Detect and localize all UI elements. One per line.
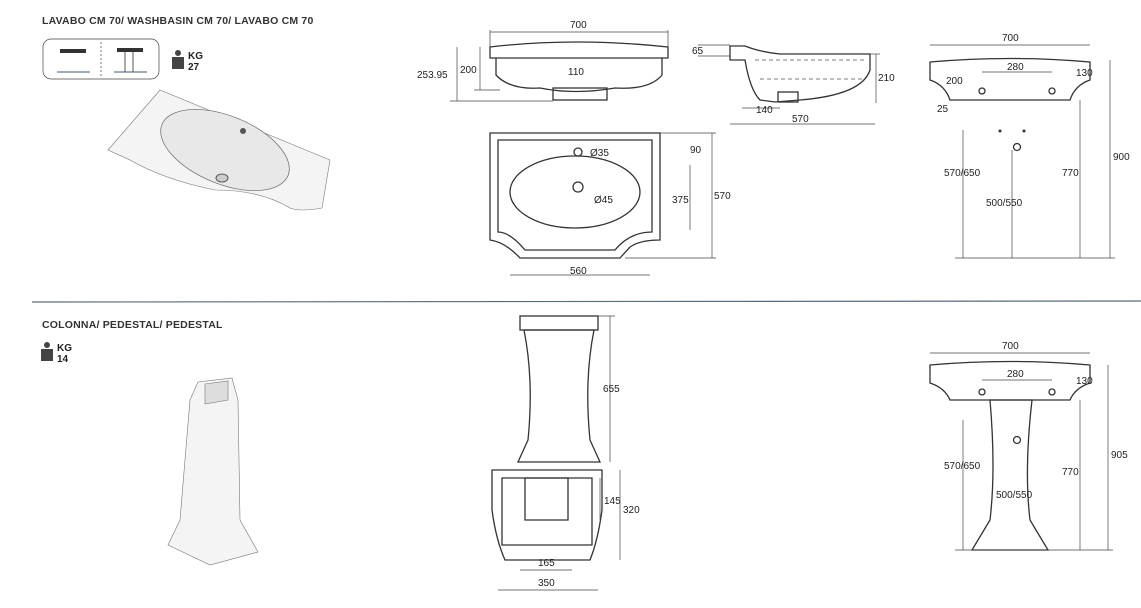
dim-side-height: 200 — [946, 76, 963, 87]
dim-pedestal-height: 655 — [603, 384, 620, 395]
washbasin-title: LAVABO CM 70/ WASHBASIN CM 70/ LAVABO CM… — [42, 15, 314, 27]
dim-assembly-width: 700 — [1002, 341, 1019, 352]
dim-bowl-depth: 375 — [672, 195, 689, 206]
installation-type-icons — [42, 38, 160, 80]
dim-drain-height: 500/550 — [986, 198, 1023, 209]
dim-thickness: 25 — [937, 104, 949, 115]
weight-unit: KG — [188, 51, 203, 62]
dim-hole-spacing: 280 — [1007, 369, 1024, 380]
dim-rim-height: 770 — [1062, 168, 1079, 179]
pedestal-assembly-view — [929, 352, 1113, 551]
dim-width: 700 — [570, 20, 587, 31]
dim-bottom-width: 560 — [570, 266, 587, 277]
dim-total-height: 900 — [1113, 152, 1130, 163]
dim-plan-depth: 570 — [714, 191, 731, 202]
dim-inner-depth: 145 — [604, 496, 621, 507]
dim-supply-height: 570/650 — [944, 461, 981, 472]
dim-wall-width: 700 — [1002, 33, 1019, 44]
dim-depth: 570 — [792, 114, 809, 125]
dim-drain: 140 — [756, 105, 773, 116]
pedestal-3d-render — [167, 377, 259, 566]
dim-tap-hole: Ø35 — [590, 148, 609, 159]
weight-value: 14 — [57, 354, 69, 365]
pedestal-front-view — [516, 315, 615, 463]
dim-hole-spacing: 280 — [1007, 62, 1024, 73]
dim-plan-width: 350 — [538, 578, 555, 589]
dim-rim-height: 770 — [1062, 467, 1079, 478]
dim-tap-offset: 90 — [690, 145, 702, 156]
weight-icon — [41, 342, 53, 361]
dim-total-height: 253.95 — [417, 70, 448, 81]
washbasin-front-view — [450, 30, 669, 102]
dim-height: 200 — [460, 65, 477, 76]
weight-icon — [172, 50, 184, 69]
weight-unit: KG — [57, 343, 72, 354]
dim-drain-height: 500/550 — [996, 490, 1033, 501]
dim-hole-offset: 130 — [1076, 376, 1093, 387]
dim-hole-offset: 130 — [1076, 68, 1093, 79]
dim-plan-depth: 320 — [623, 505, 640, 516]
dim-total-height: 905 — [1111, 450, 1128, 461]
washbasin-3d-render — [107, 89, 331, 211]
dim-supply-height: 570/650 — [944, 168, 981, 179]
dim-center: 110 — [568, 67, 584, 78]
dim-inner-width: 165 — [538, 558, 555, 569]
pedestal-title: COLONNA/ PEDESTAL/ PEDESTAL — [42, 319, 223, 331]
pedestal-plan-view — [491, 469, 621, 591]
weight-value: 27 — [188, 62, 200, 73]
dim-rim: 65 — [692, 46, 704, 57]
washbasin-wall-view — [929, 44, 1115, 259]
section-divider — [31, 300, 1141, 303]
dim-drain-hole: Ø45 — [594, 195, 613, 206]
washbasin-plan-view — [489, 132, 716, 276]
washbasin-side-view — [698, 44, 880, 125]
dim-side-height: 210 — [878, 73, 895, 84]
